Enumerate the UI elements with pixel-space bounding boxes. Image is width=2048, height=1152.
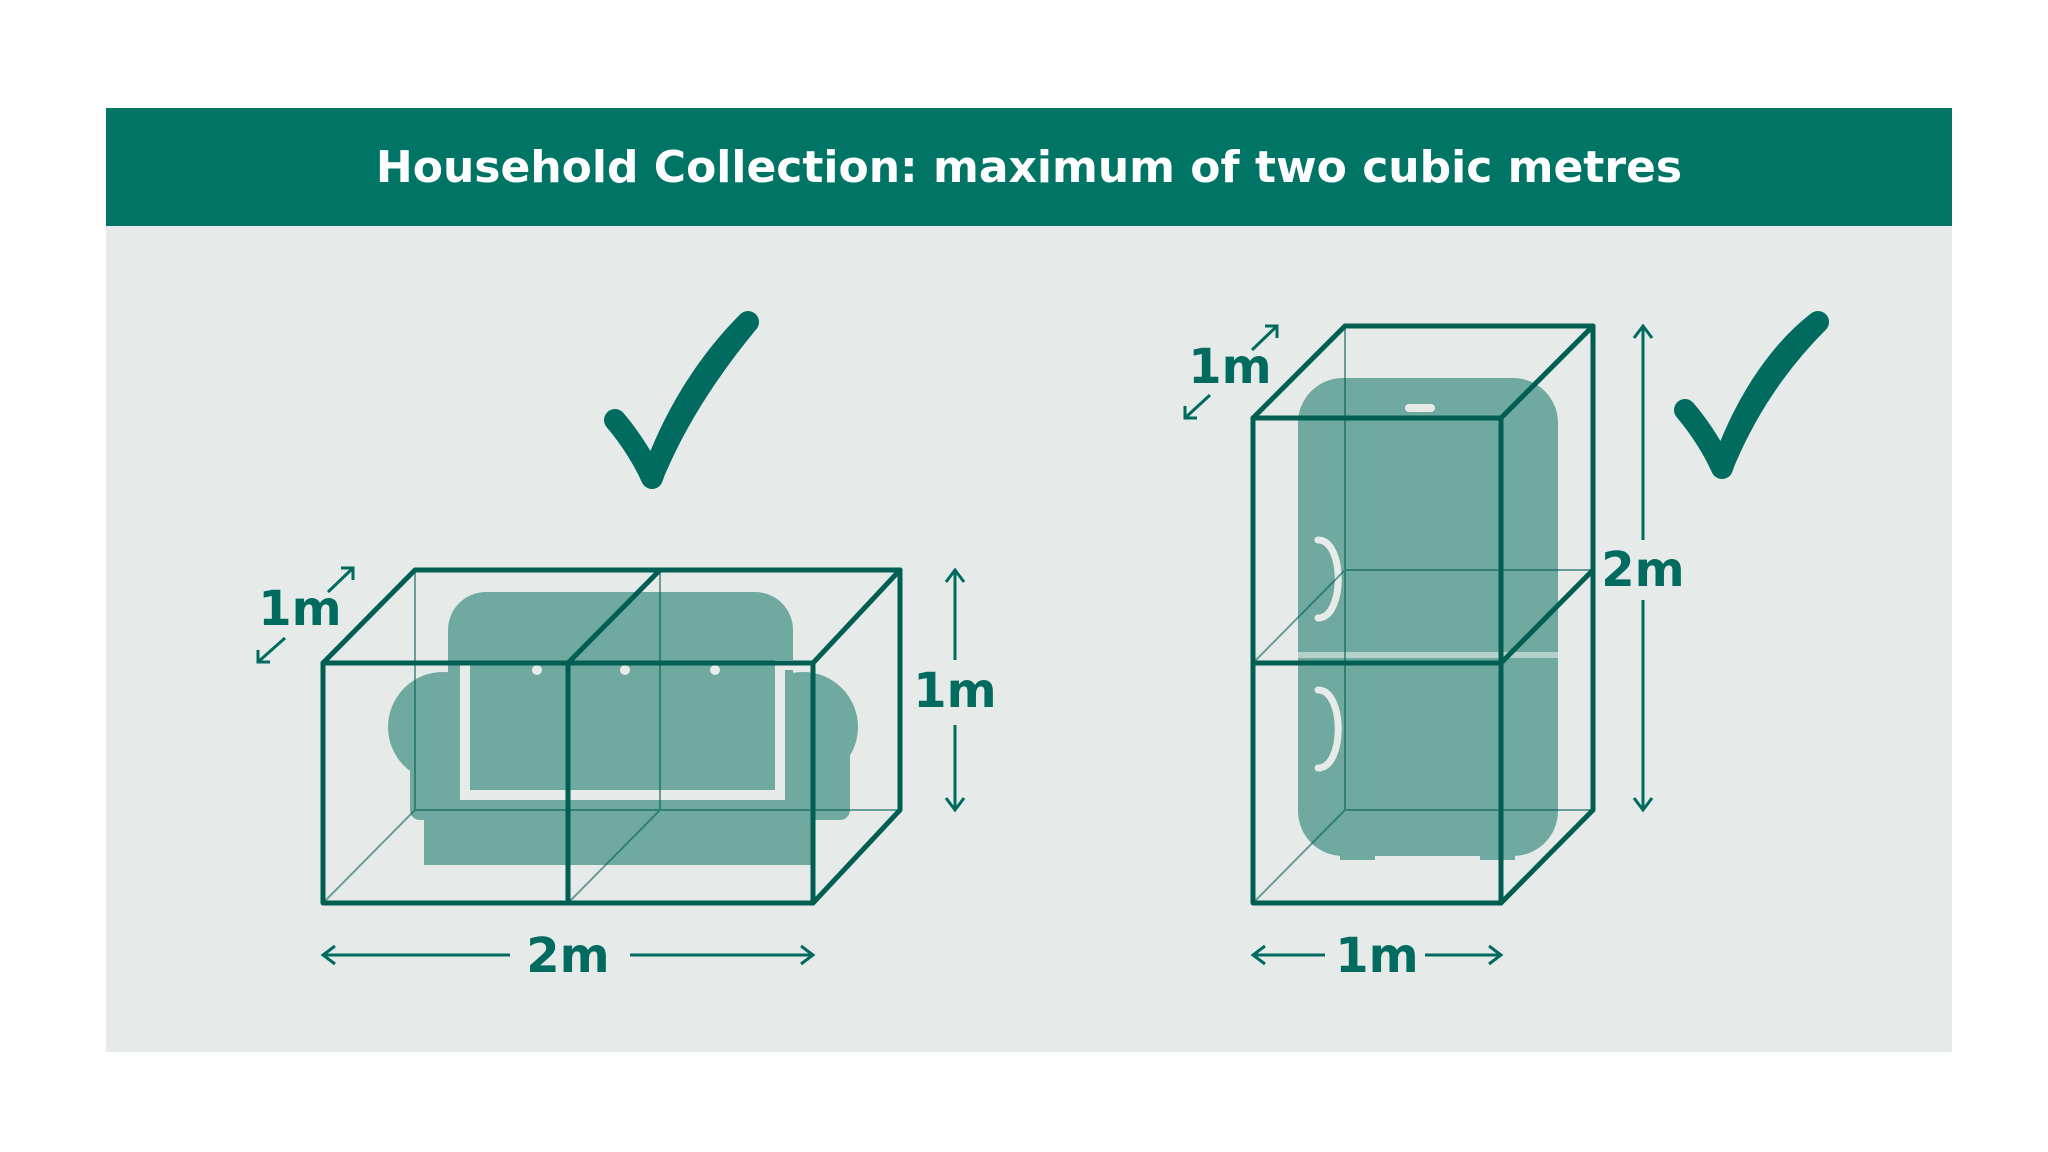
fridge-icon xyxy=(1298,378,1558,860)
fridge-height-dimension xyxy=(1632,323,1654,813)
fridge-depth-dimension xyxy=(1183,324,1279,420)
diagram-panel xyxy=(106,108,1952,1052)
fridge-width-label: 1m xyxy=(1335,928,1418,984)
sofa-height-dimension xyxy=(944,567,966,813)
sofa-depth-label: 1m xyxy=(258,581,341,637)
sofa-width-dimension xyxy=(320,944,816,966)
sofa-height-label: 1m xyxy=(913,663,996,719)
fridge-example: 1m 2m 1m xyxy=(1183,311,1829,984)
sofa-icon xyxy=(388,592,858,865)
page-title: Household Collection: maximum of two cub… xyxy=(106,108,1952,226)
fridge-cube-outline xyxy=(1250,323,1596,906)
sofa-width-label: 2m xyxy=(526,928,609,984)
sofa-cube-outline xyxy=(320,567,903,906)
sofa-example: 1m 1m 2m xyxy=(256,311,997,984)
sofa-tick-icon xyxy=(604,311,759,489)
fridge-tick-icon xyxy=(1674,311,1829,479)
fridge-depth-label: 1m xyxy=(1188,339,1271,395)
fridge-height-label: 2m xyxy=(1601,542,1684,598)
sofa-depth-dimension xyxy=(256,566,355,664)
fridge-width-dimension xyxy=(1250,944,1504,966)
